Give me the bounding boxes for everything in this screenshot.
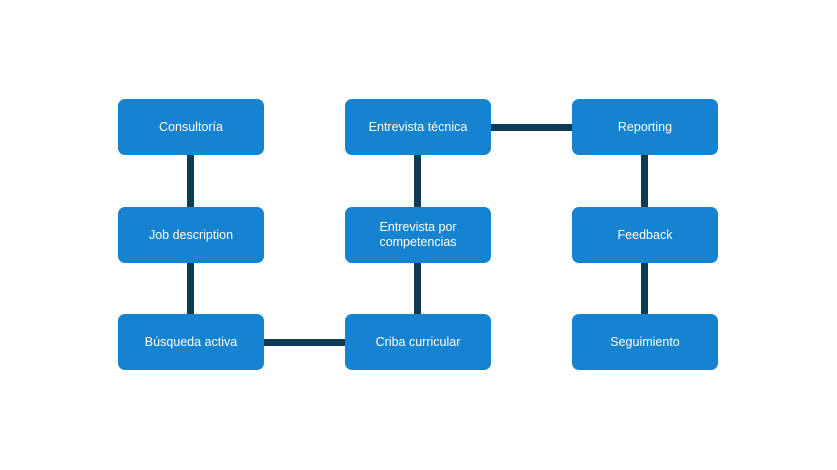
connector-feedback-seguimiento <box>641 262 648 315</box>
node-seguimiento: Seguimiento <box>572 314 718 370</box>
node-label: Búsqueda activa <box>144 334 238 349</box>
connector-entrevista-competencias-entrevista-tecnica <box>414 155 421 208</box>
node-entrevista-tecnica: Entrevista técnica <box>345 99 491 155</box>
node-label: Reporting <box>617 119 673 134</box>
node-entrevista-competencias: Entrevista por competencias <box>345 207 491 263</box>
connector-entrevista-tecnica-reporting <box>490 124 574 131</box>
node-feedback: Feedback <box>572 207 718 263</box>
node-label: Criba curricular <box>375 334 461 349</box>
connector-criba-curricular-entrevista-competencias <box>414 262 421 315</box>
node-label: Consultoría <box>159 119 223 134</box>
node-consultoria: Consultoría <box>118 99 264 155</box>
node-label: Seguimiento <box>610 334 680 349</box>
node-label: Feedback <box>617 227 673 242</box>
node-label: Entrevista por competencias <box>379 220 457 249</box>
connector-job-description-busqueda-activa <box>187 262 194 315</box>
node-label: Job description <box>148 227 234 242</box>
node-job-description: Job description <box>118 207 264 263</box>
node-criba-curricular: Criba curricular <box>345 314 491 370</box>
node-busqueda-activa: Búsqueda activa <box>118 314 264 370</box>
node-label: Entrevista técnica <box>368 119 468 134</box>
connector-reporting-feedback <box>641 155 648 208</box>
connector-busqueda-activa-criba-curricular <box>263 339 347 346</box>
node-reporting: Reporting <box>572 99 718 155</box>
connector-consultoria-job-description <box>187 155 194 208</box>
